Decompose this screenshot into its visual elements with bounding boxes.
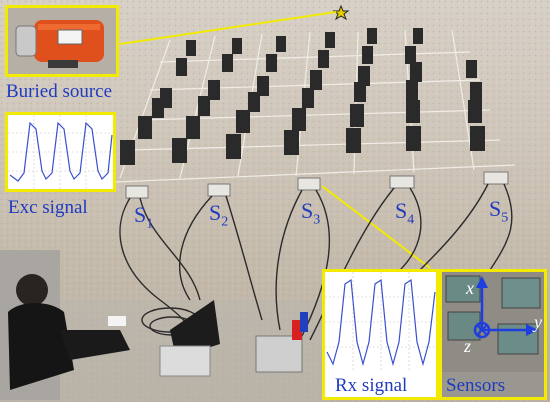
sensor-label-s2: S2: [209, 200, 229, 230]
rx-signal-caption: Rx signal: [335, 375, 408, 396]
sensor-boxes: [125, 171, 509, 199]
axis-label-x: x: [466, 278, 474, 298]
vibration-motor-icon: [8, 8, 116, 74]
source-leader-line: [119, 11, 337, 45]
sensors-inset: x y z Sensors: [439, 269, 547, 400]
rx-signal-inset: Rx signal: [322, 269, 439, 400]
source-marker: [332, 4, 350, 21]
equipment: [159, 300, 308, 377]
operator-figure: [0, 250, 130, 400]
received-waveform: [325, 272, 436, 372]
exc-signal-caption: Exc signal: [8, 197, 88, 218]
exc-signal-inset: [5, 112, 116, 192]
buried-source-caption: Buried source: [6, 81, 113, 102]
buried-source-inset: [5, 5, 119, 77]
sensors-caption: Sensors: [446, 375, 506, 396]
sensor-closeup: [442, 272, 544, 372]
axis-label-y: y: [534, 312, 542, 332]
marker-blocks: [120, 28, 485, 165]
excitation-waveform: [8, 115, 113, 189]
sensor-label-s5: S5: [489, 196, 509, 226]
sensor-label-s3: S3: [301, 198, 321, 228]
cables: [119, 183, 513, 361]
sensor-label-s4: S4: [395, 198, 415, 228]
axis-label-z: z: [464, 336, 472, 356]
sensor-label-s1: S1: [134, 202, 154, 232]
